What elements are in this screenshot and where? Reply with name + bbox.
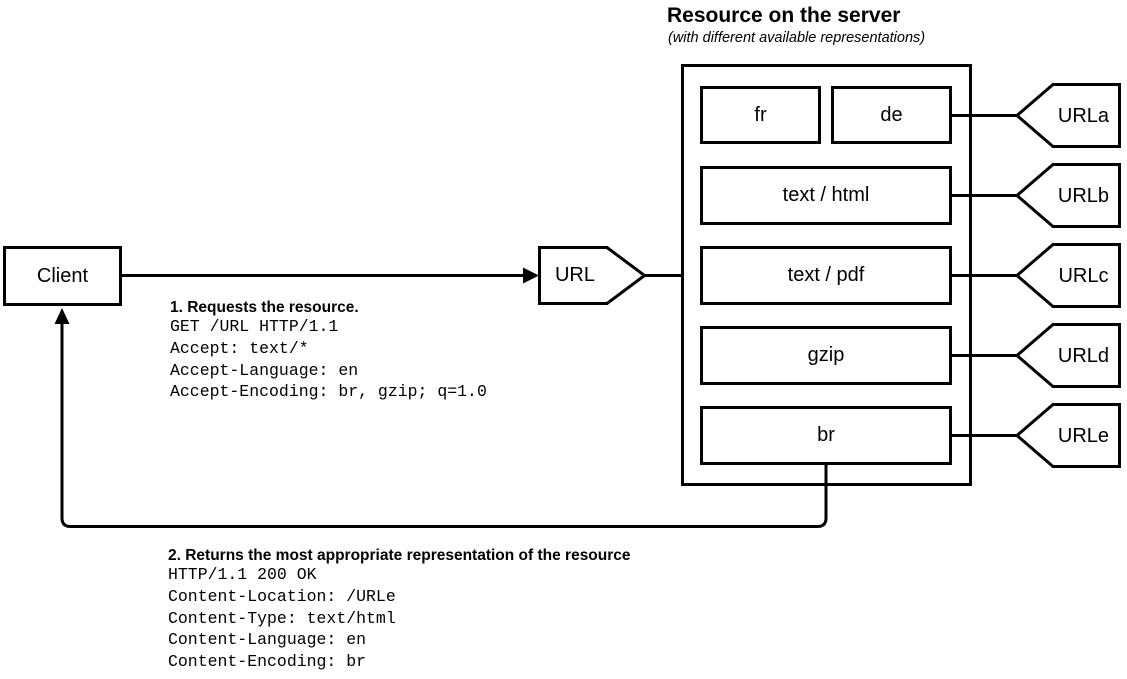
representation-box-br: br <box>700 406 952 465</box>
representation-label: fr <box>754 103 767 126</box>
representation-label: text / pdf <box>787 264 865 286</box>
url-tag-label-a: URLa <box>1057 104 1110 127</box>
representation-box-gzip: gzip <box>700 326 952 385</box>
server-title: Resource on the server <box>667 4 901 27</box>
representation-box-text-html: text / html <box>700 166 952 225</box>
url-tag-shape-d <box>1014 323 1121 388</box>
representation-label: de <box>880 103 903 126</box>
url-tag-shape-b <box>1014 163 1121 228</box>
response-headers-code: HTTP/1.1 200 OK Content-Location: /URLe … <box>168 565 396 672</box>
client-box: Client <box>3 246 122 306</box>
url-tag-shape-a <box>1014 83 1121 148</box>
server-subtitle: (with different available representation… <box>668 30 926 46</box>
representation-box-text-pdf: text / pdf <box>700 246 952 305</box>
request-arrowhead-icon <box>523 267 539 284</box>
url-tag-label-c: URLc <box>1058 264 1109 287</box>
url-node-label: URL <box>554 264 595 286</box>
representation-label: br <box>817 424 835 446</box>
url-tag-shape-c <box>1014 243 1121 308</box>
url-node-shape <box>538 246 648 305</box>
request-headers-code: GET /URL HTTP/1.1 Accept: text/* Accept-… <box>170 317 487 402</box>
url-tag-shape-e <box>1014 403 1121 468</box>
url-tag-label-e: URLe <box>1057 424 1110 447</box>
client-label: Client <box>36 264 89 287</box>
response-return-path <box>60 320 828 528</box>
response-step-heading: 2. Returns the most appropriate represen… <box>168 547 631 564</box>
response-arrowhead-icon <box>54 308 70 324</box>
request-step-heading: 1. Requests the resource. <box>170 299 359 316</box>
representation-label: gzip <box>807 344 845 366</box>
representation-box-de: de <box>831 86 952 144</box>
representation-box-fr: fr <box>700 86 821 144</box>
url-tag-label-d: URLd <box>1057 344 1110 367</box>
server-box <box>681 64 972 486</box>
representation-label: text / html <box>782 184 870 206</box>
url-tag-label-b: URLb <box>1057 184 1110 207</box>
